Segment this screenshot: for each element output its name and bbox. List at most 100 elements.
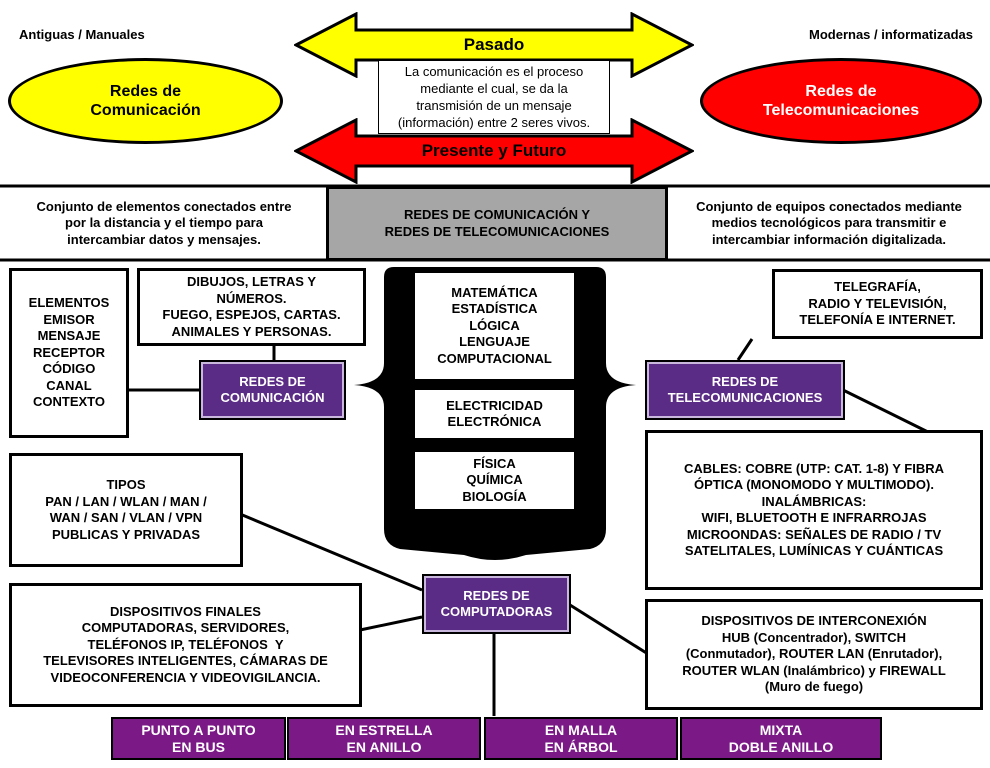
- dispositivos-finales-line: DISPOSITIVOS FINALES: [110, 603, 261, 619]
- topologia-line: EN ÁRBOL: [544, 738, 618, 755]
- redes-computadoras-line: REDES DE: [463, 587, 530, 603]
- interconexion-line: DISPOSITIVOS DE INTERCONEXIÓN: [701, 613, 927, 629]
- redes-telecom-line: REDES DE: [711, 373, 779, 389]
- telegrafia-box: TELEGRAFÍA, RADIO Y TELEVISIÓN, TELEFONÍ…: [772, 269, 983, 339]
- redes-comunicacion-node: REDES DE COMUNICACIÓN: [199, 360, 346, 420]
- ellipse-redes-comunicacion: Redes de Comunicación: [8, 58, 283, 144]
- matematica-line: LÓGICA: [469, 317, 520, 333]
- band-right-line: Conjunto de equipos conectados mediante: [696, 198, 962, 214]
- cables-line: SATELITALES, LUMÍNICAS Y CUÁNTICAS: [684, 543, 944, 558]
- tipos-line: PAN / LAN / WLAN / MAN /: [45, 493, 207, 509]
- tipos-line: WAN / SAN / VLAN / VPN: [49, 510, 203, 525]
- matematica-line: LENGUAJE: [459, 334, 530, 350]
- band-left-line: intercambiar datos y mensajes.: [67, 231, 261, 247]
- topologia-estrella-anillo: EN ESTRELLA EN ANILLO: [287, 717, 481, 760]
- definition-line: La comunicación es el proceso: [404, 64, 584, 79]
- dispositivos-finales-line: VIDEOCONFERENCIA Y VIDEOVIGILANCIA.: [50, 669, 321, 685]
- topologia-line: EN MALLA: [544, 721, 618, 738]
- redes-telecom-line: TELECOMUNICACIONES: [667, 390, 823, 405]
- cables-line: ÓPTICA (MONOMODO Y MULTIMODO).: [693, 477, 934, 492]
- arrow-past-label: Pasado: [463, 34, 525, 54]
- elementos-line: CÓDIGO: [42, 361, 96, 377]
- dibujos-box: DIBUJOS, LETRAS Y NÚMEROS. FUEGO, ESPEJO…: [137, 268, 366, 346]
- electricidad-line: ELECTRÓNICA: [447, 414, 542, 429]
- dibujos-line: NÚMEROS.: [216, 290, 287, 306]
- right-era-label: Modernas / informatizadas: [809, 27, 973, 42]
- fisica-line: FÍSICA: [473, 455, 516, 471]
- elementos-line: CONTEXTO: [33, 394, 105, 410]
- fisica-line: BIOLOGÍA: [462, 488, 527, 504]
- band-left-line: por la distancia y el tiempo para: [65, 215, 263, 231]
- band-right-line: medios tecnológicos para transmitir e: [711, 215, 947, 231]
- ciencias-matematicas-box: MATEMÁTICA ESTADÍSTICA LÓGICA LENGUAJE C…: [414, 272, 575, 380]
- band-center-line: REDES DE COMUNICACIÓN Y: [403, 207, 591, 222]
- ellipse-left-line: Comunicación: [90, 102, 201, 119]
- topologia-line: EN ANILLO: [346, 738, 422, 755]
- arrow-future: [294, 118, 694, 184]
- elementos-line: CANAL: [46, 377, 92, 393]
- band-left-line: Conjunto de elementos conectados entre: [36, 198, 292, 214]
- interconexion-line: (Muro de fuego): [764, 679, 864, 695]
- tipos-line: PUBLICAS Y PRIVADAS: [51, 526, 201, 542]
- redes-computadoras-node: REDES DE COMPUTADORAS: [422, 574, 571, 634]
- telegrafia-line: RADIO Y TELEVISIÓN,: [808, 295, 947, 311]
- interconexion-line: (Conmutador), ROUTER LAN (Enrutador),: [685, 646, 943, 662]
- cables-line: MICROONDAS: SEÑALES DE RADIO / TV: [686, 526, 942, 542]
- elementos-line: MENSAJE: [37, 328, 101, 344]
- elementos-line: ELEMENTOS: [28, 294, 110, 310]
- ciencias-naturales-box: FÍSICA QUÍMICA BIOLOGÍA: [414, 451, 575, 510]
- band-right-line: intercambiar información digitalizada.: [711, 231, 947, 247]
- redes-comunicacion-line: COMUNICACIÓN: [220, 390, 325, 405]
- matematica-line: ESTADÍSTICA: [451, 301, 538, 317]
- dispositivos-interconexion-box: DISPOSITIVOS DE INTERCONEXIÓN HUB (Conce…: [645, 599, 983, 710]
- electricidad-box: ELECTRICIDAD ELECTRÓNICA: [414, 389, 575, 439]
- dibujos-line: DIBUJOS, LETRAS Y: [186, 274, 317, 289]
- elementos-line: EMISOR: [43, 311, 95, 327]
- dibujos-line: ANIMALES Y PERSONAS.: [171, 323, 332, 339]
- definition-line: transmisión de un mensaje: [416, 98, 572, 113]
- ellipse-right-line: Telecomunicaciones: [762, 102, 920, 119]
- matematica-line: COMPUTACIONAL: [437, 350, 552, 366]
- interconexion-line: ROUTER WLAN (Inalámbrico) y FIREWALL: [682, 662, 946, 678]
- ellipse-left-line: Redes de: [109, 83, 182, 100]
- interconexion-line: HUB (Concentrador), SWITCH: [721, 629, 907, 645]
- dibujos-line: FUEGO, ESPEJOS, CARTAS.: [162, 307, 341, 322]
- tipos-line: TIPOS: [106, 477, 146, 492]
- elementos-box: ELEMENTOS EMISOR MENSAJE RECEPTOR CÓDIGO…: [9, 268, 129, 438]
- elementos-line: RECEPTOR: [33, 344, 105, 360]
- band-center-line: REDES DE TELECOMUNICACIONES: [384, 223, 610, 239]
- left-era-label: Antiguas / Manuales: [19, 27, 145, 42]
- band-left-definition: Conjunto de elementos conectados entre p…: [0, 188, 328, 259]
- telegrafia-line: TELEGRAFÍA,: [834, 279, 921, 295]
- ellipse-right-line: Redes de: [805, 83, 877, 100]
- dispositivos-finales-box: DISPOSITIVOS FINALES COMPUTADORAS, SERVI…: [9, 583, 362, 707]
- ellipse-redes-telecomunicaciones: Redes de Telecomunicaciones: [700, 58, 982, 144]
- topologia-malla-arbol: EN MALLA EN ÁRBOL: [484, 717, 678, 760]
- definition-line: (información) entre 2 seres vivos.: [397, 115, 591, 130]
- dispositivos-finales-line: COMPUTADORAS, SERVIDORES,: [81, 620, 290, 636]
- cables-line: CABLES: COBRE (UTP: CAT. 1-8) Y FIBRA: [683, 460, 944, 476]
- fisica-line: QUÍMICA: [466, 472, 523, 488]
- band-right-definition: Conjunto de equipos conectados mediante …: [668, 188, 990, 259]
- medios-transmision-box: CABLES: COBRE (UTP: CAT. 1-8) Y FIBRA ÓP…: [645, 430, 983, 590]
- topologia-line: PUNTO A PUNTO: [141, 721, 256, 738]
- definition-box: La comunicación es el proceso mediante e…: [378, 60, 610, 134]
- telegrafia-line: TELEFONÍA E INTERNET.: [799, 312, 956, 328]
- topologia-line: DOBLE ANILLO: [728, 738, 834, 755]
- tipos-box: TIPOS PAN / LAN / WLAN / MAN / WAN / SAN…: [9, 453, 243, 567]
- topologia-mixta-doble-anillo: MIXTA DOBLE ANILLO: [680, 717, 882, 760]
- redes-telecomunicaciones-node: REDES DE TELECOMUNICACIONES: [645, 360, 845, 420]
- redes-computadoras-line: COMPUTADORAS: [440, 604, 553, 619]
- topologia-line: MIXTA: [759, 721, 803, 738]
- arrow-future-label: Presente y Futuro: [421, 140, 567, 160]
- matematica-line: MATEMÁTICA: [451, 284, 538, 300]
- topologia-punto-a-punto-bus: PUNTO A PUNTO EN BUS: [111, 717, 286, 760]
- cables-line: INALÁMBRICAS:: [761, 493, 867, 509]
- cables-line: WIFI, BLUETOOTH E INFRARROJAS: [701, 510, 927, 525]
- topologia-line: EN ESTRELLA: [335, 721, 433, 738]
- topologia-line: EN BUS: [172, 738, 225, 755]
- arrow-past: [294, 12, 694, 78]
- dispositivos-finales-line: TELEVISORES INTELIGENTES, CÁMARAS DE: [43, 653, 328, 669]
- band-center-title: REDES DE COMUNICACIÓN Y REDES DE TELECOM…: [326, 186, 668, 261]
- electricidad-line: ELECTRICIDAD: [446, 397, 543, 413]
